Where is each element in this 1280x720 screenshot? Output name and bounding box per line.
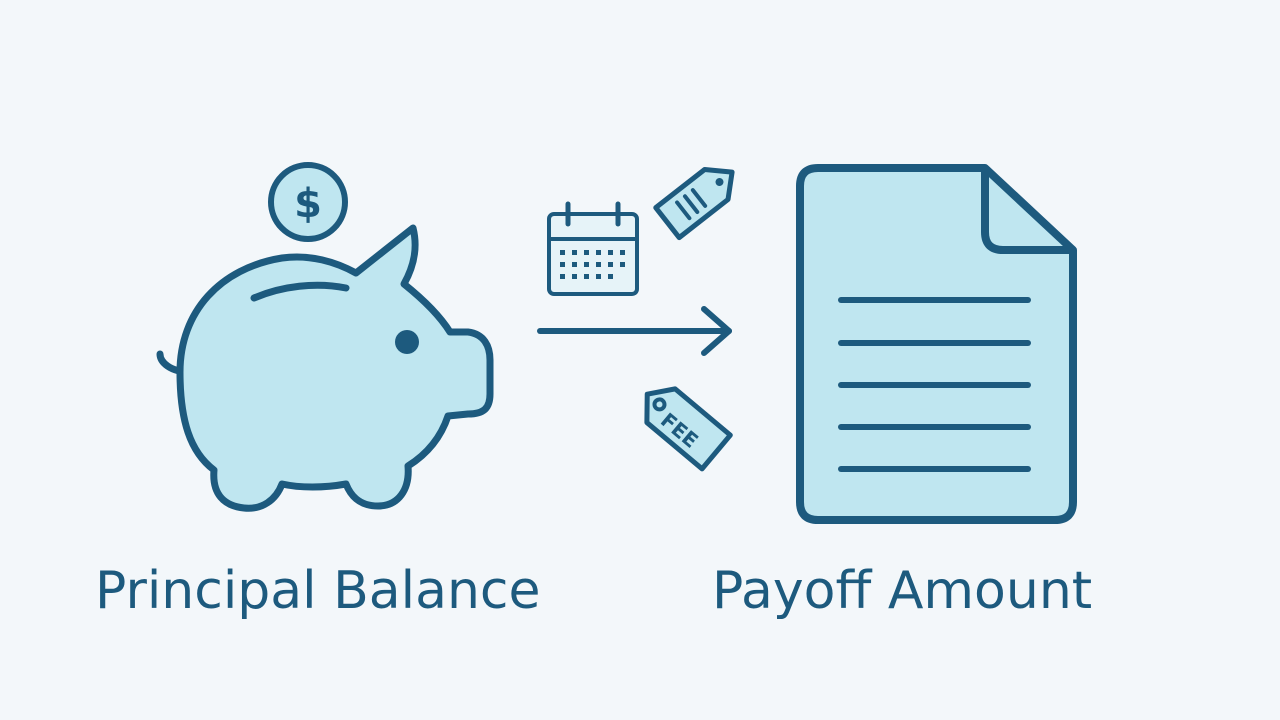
piggy-bank-icon [156,224,494,512]
principal-balance-label: Principal Balance [95,561,541,621]
calendar-icon [547,201,639,296]
document-fold [981,168,1073,254]
price-tag-icon [653,166,735,241]
coin-symbol: $ [294,181,322,227]
arrow-right-icon [537,306,732,356]
document-icon [796,164,1077,524]
payoff-amount-label: Payoff Amount [712,561,1093,621]
coin-slot [250,281,350,302]
dollar-coin-icon: $ [268,162,348,242]
piggy-body [176,224,494,512]
fee-tag-icon: FEE [644,386,733,472]
piggy-eye [395,330,419,354]
